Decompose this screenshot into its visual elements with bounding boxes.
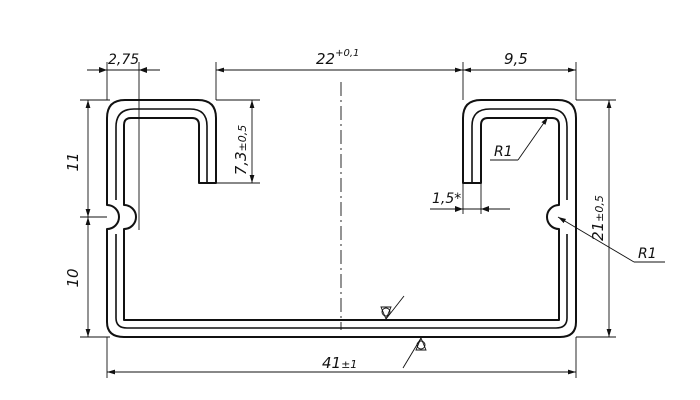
dimension-lines — [85, 67, 612, 375]
dim-label-21: 21±0,5 — [589, 195, 607, 241]
dim-label-22-value: 22 — [316, 50, 335, 68]
profile-outer-contour — [106, 99, 577, 338]
dim-label-7-3-tolerance: ±0,5 — [236, 125, 249, 152]
surface-symbols — [380, 295, 427, 369]
dim-label-7-3-value: 7,3 — [232, 151, 250, 175]
surface-symbol-top — [380, 295, 405, 321]
dim-label-41: 41±1 — [322, 354, 357, 372]
arrows-2-75 — [99, 67, 489, 212]
dim-label-21-tolerance: ±0,5 — [593, 195, 606, 222]
dim-label-41-value: 41 — [322, 354, 341, 372]
dim-label-9-5: 9,5 — [504, 50, 528, 68]
dim-label-22-tolerance: +0,1 — [335, 48, 359, 59]
surface-symbol-bottom — [402, 336, 427, 369]
profile-inner-contour — [115, 108, 568, 329]
radius-leaders — [490, 116, 665, 263]
dim-label-2-75: 2,75 — [108, 52, 139, 68]
dim-label-notch-radius: R1 — [638, 246, 657, 262]
dim-label-10: 10 — [64, 268, 82, 287]
dim-label-41-tolerance: ±1 — [341, 358, 357, 371]
dim-label-7-3: 7,3±0,5 — [232, 125, 250, 176]
dim-label-1-5: 1,5* — [432, 191, 461, 207]
dim-label-22: 22+0,1 — [316, 48, 359, 68]
dim-label-11: 11 — [64, 152, 82, 171]
dim-label-inner-radius: R1 — [494, 144, 513, 160]
dim-label-21-value: 21 — [589, 222, 607, 241]
